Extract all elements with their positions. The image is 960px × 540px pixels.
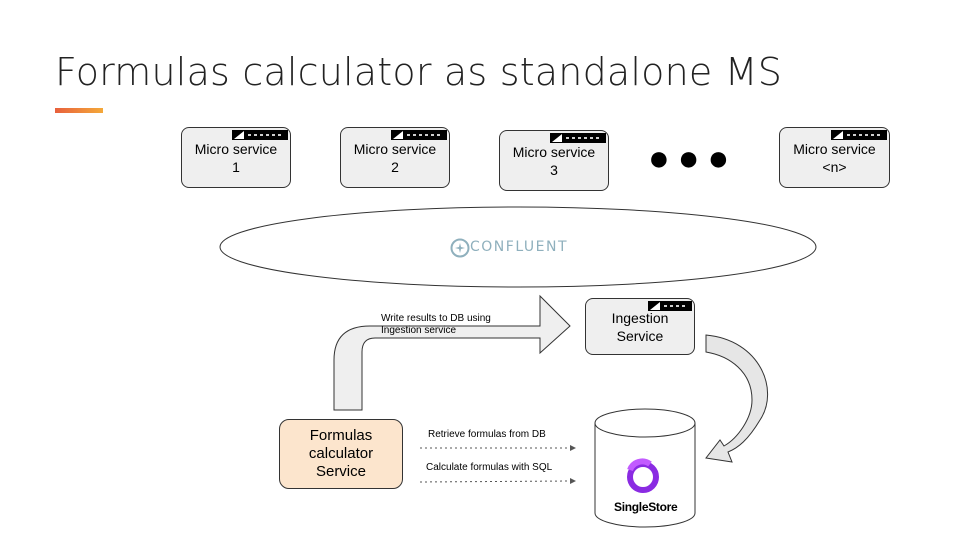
confluent-bus-ellipse xyxy=(219,206,817,288)
tech-badge-icon xyxy=(831,130,887,140)
write-results-arrow xyxy=(333,294,571,411)
title-accent-bar xyxy=(55,108,103,113)
tech-badge-icon xyxy=(232,130,288,140)
ingestion-service-label: Ingestion Service xyxy=(611,309,669,344)
microservice-label: Micro service <n> xyxy=(793,140,876,175)
calculate-dotted-line xyxy=(419,480,571,483)
microservice-label: Micro service 3 xyxy=(512,143,596,178)
microservice-label: Micro service 2 xyxy=(353,140,437,175)
tech-badge-icon xyxy=(550,133,606,143)
tech-badge-icon xyxy=(391,130,447,140)
microservice-box-2: Micro service 2 xyxy=(340,127,450,188)
singlestore-brand-label: SingleStore xyxy=(614,500,678,514)
formulas-calculator-box: Formulas calculator Service xyxy=(279,419,403,489)
formulas-calculator-label: Formulas calculator Service xyxy=(308,427,374,480)
slide-title: Formulas calculator as standalone MS xyxy=(55,50,783,94)
microservice-box-n: Micro service <n> xyxy=(779,127,890,188)
retrieve-arrowhead xyxy=(570,445,576,451)
calculate-arrowhead xyxy=(570,478,576,484)
ingestion-service-box: Ingestion Service xyxy=(585,298,695,355)
confluent-logo-icon xyxy=(450,238,470,258)
microservice-box-1: Micro service 1 xyxy=(181,127,291,188)
microservice-label: Micro service 1 xyxy=(194,140,278,175)
singlestore-logo-icon xyxy=(627,458,659,493)
write-results-label: Write results to DB using Ingestion serv… xyxy=(381,313,491,336)
more-services-ellipsis: ●●● xyxy=(648,137,738,178)
tech-badge-icon xyxy=(648,301,692,311)
ingestion-to-db-arrow xyxy=(705,334,769,463)
retrieve-formulas-label: Retrieve formulas from DB xyxy=(428,429,546,440)
microservice-box-3: Micro service 3 xyxy=(499,130,609,191)
confluent-brand-label: CONFLUENT xyxy=(470,239,569,255)
calculate-formulas-label: Calculate formulas with SQL xyxy=(426,462,553,473)
